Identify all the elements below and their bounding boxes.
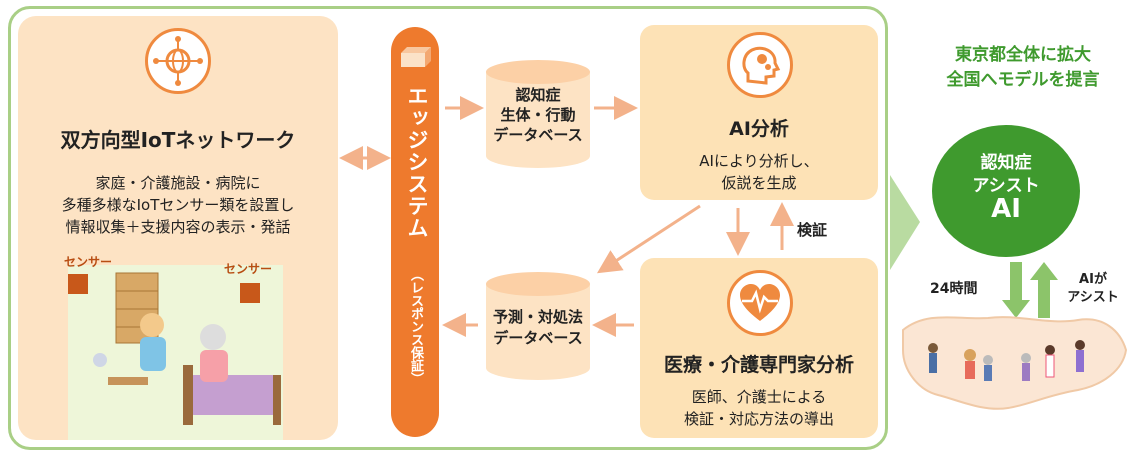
assist-line2: アシスト	[972, 176, 1040, 196]
sensor-right-marker	[240, 283, 260, 303]
expert-analysis-title: 医療・介護専門家分析	[663, 354, 854, 376]
ai-assist-line1: AIが	[1079, 272, 1107, 287]
sensor-left-marker	[68, 274, 88, 294]
sensor-label-right: センサー	[224, 262, 273, 276]
sensor-label-left: センサー	[64, 255, 113, 269]
server-icon	[397, 45, 433, 71]
db-bottom-line1: 予測・対処法	[492, 308, 583, 326]
expert-analysis-line2: 検証・対応方法の導出	[683, 410, 834, 428]
expand-line2: 全国へモデルを提言	[946, 70, 1100, 90]
iot-network-title: 双方向型IoTネットワーク	[60, 128, 296, 152]
ai-assist-line2: アシスト	[1067, 290, 1119, 305]
heartbeat-icon	[727, 270, 793, 336]
ai-analysis-line1: AIにより分析し、	[699, 152, 819, 170]
ai-analysis-title: AI分析	[729, 118, 789, 140]
db-bottom-line2: データベース	[493, 329, 583, 347]
expert-analysis-line1: 医師、介護士による	[691, 388, 827, 406]
iot-desc-line3: 情報収集＋支援内容の表示・発話	[65, 218, 291, 236]
db-prediction-response	[484, 270, 592, 382]
hours-label: 24時間	[930, 281, 978, 297]
assist-line1: 認知症	[980, 153, 1032, 173]
db-dementia-biometric	[484, 58, 592, 170]
network-globe-icon	[145, 28, 211, 94]
tokyo-map-illustration	[902, 316, 1128, 410]
verification-label: 検証	[797, 221, 828, 239]
edge-system-bar	[391, 27, 439, 437]
db-top-line3: データベース	[493, 126, 583, 144]
assist-exchange-arrows	[1002, 262, 1058, 318]
assist-line3: AI	[991, 194, 1021, 224]
iot-desc-line2: 多種多様なIoTセンサー類を設置し	[61, 196, 295, 214]
db-top-line1: 認知症	[515, 86, 561, 104]
edge-system-title: エッジシステム	[405, 85, 429, 239]
care-room-illustration	[68, 265, 283, 440]
expand-line1: 東京都全体に拡大	[955, 45, 1091, 65]
edge-system-subtitle: （レスポンス保証）	[408, 268, 423, 385]
system-frame	[8, 6, 888, 450]
iot-desc-line1: 家庭・介護施設・病院に	[95, 174, 261, 192]
ai-analysis-line2: 仮説を生成	[721, 174, 797, 192]
brain-gear-icon	[727, 32, 793, 98]
db-top-line2: 生体・行動	[500, 106, 576, 124]
dementia-assist-ai-circle	[932, 125, 1080, 257]
